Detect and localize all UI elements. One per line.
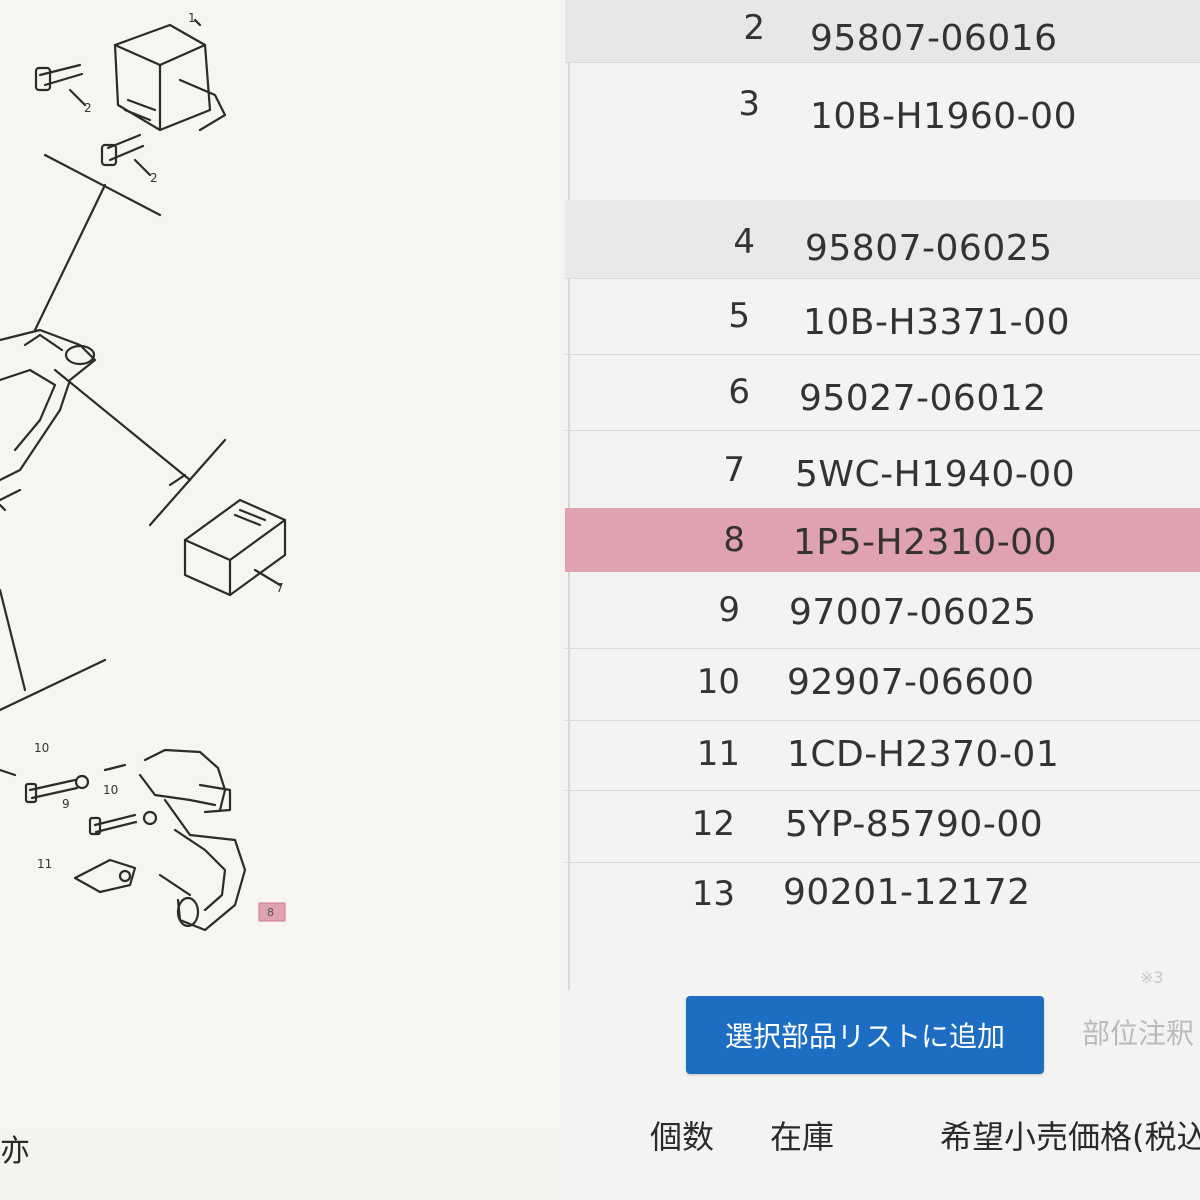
part-number: 10B-H3371-00 (803, 302, 1070, 343)
diagram-part-2 (34, 63, 152, 177)
diagram-part-7 (183, 498, 287, 597)
row-number: 10 (696, 662, 740, 702)
parts-diagram: 1 2 2 7 10 10 9 11 8 (0, 0, 570, 1130)
part-number: 10B-H1960-00 (810, 96, 1077, 137)
diagram-lower-assembly (138, 748, 247, 932)
row-number: 12 (691, 804, 735, 844)
table-row-selected[interactable]: 8 1P5-H2310-00 (565, 508, 1200, 572)
callout-10a: 10 (34, 741, 49, 755)
table-row[interactable]: 3 10B-H1960-00 (565, 62, 1200, 201)
row-number: 5 (728, 296, 750, 336)
part-number: 1P5-H2310-00 (793, 522, 1057, 563)
table-row[interactable]: 2 95807-06016 (565, 0, 1200, 63)
diagram-central-bracket (0, 328, 227, 527)
add-to-selected-parts-list-button[interactable]: 選択部品リストに追加 (686, 996, 1044, 1074)
row-number: 7 (723, 450, 745, 490)
part-number: 95807-06016 (810, 18, 1058, 59)
diagram-hardware (0, 763, 158, 894)
callout-2a: 2 (84, 101, 92, 115)
callout-11: 11 (37, 857, 52, 871)
header-fragment: 亦 (0, 1134, 30, 1169)
part-number: 5YP-85790-00 (785, 804, 1044, 845)
table-row[interactable]: 12 5YP-85790-00 (565, 790, 1200, 863)
row-number: 3 (738, 84, 760, 124)
row-number: 11 (696, 734, 740, 774)
part-number: 5WC-H1940-00 (795, 454, 1076, 495)
callout-7: 7 (276, 581, 284, 595)
part-annotation-button[interactable]: 部位注釈 (1082, 1017, 1195, 1050)
row-number: 13 (691, 874, 735, 914)
part-number: 95807-06025 (805, 228, 1053, 269)
part-number: 1CD-H2370-01 (787, 734, 1060, 775)
header-quantity: 個数 (650, 1118, 715, 1156)
table-row[interactable]: 6 95027-06012 (565, 354, 1200, 431)
header-retail-price: 希望小売価格(税込 (940, 1118, 1200, 1156)
callout-10b: 10 (103, 783, 118, 797)
row-number: 4 (733, 222, 755, 262)
table-divider (568, 0, 570, 990)
header-stock: 在庫 (770, 1118, 835, 1156)
exploded-view-drawing: 1 2 2 7 10 10 9 11 8 (0, 11, 287, 932)
callout-2b: 2 (150, 171, 158, 185)
row-number: 2 (743, 8, 765, 48)
part-number: 90201-12172 (783, 872, 1031, 913)
table-row[interactable]: 13 90201-12172 (565, 862, 1200, 926)
row-number: 8 (723, 520, 745, 560)
callout-8: 8 (267, 906, 274, 919)
table-row[interactable]: 4 95807-06025 (565, 200, 1200, 279)
diagram-part-1 (113, 18, 227, 132)
row-number: 9 (718, 590, 740, 630)
row-number: 6 (728, 372, 750, 412)
callout-1: 1 (188, 11, 196, 25)
part-number: 92907-06600 (787, 662, 1035, 703)
table-row[interactable]: 11 1CD-H2370-01 (565, 720, 1200, 791)
table-row[interactable]: 5 10B-H3371-00 (565, 278, 1200, 355)
table-row[interactable]: 7 5WC-H1940-00 (565, 430, 1200, 509)
part-number: 95027-06012 (799, 378, 1047, 419)
table-row[interactable]: 10 92907-06600 (565, 648, 1200, 721)
table-row[interactable]: 9 97007-06025 (565, 572, 1200, 649)
callout-8-highlight[interactable]: 8 (258, 902, 286, 922)
part-number: 97007-06025 (789, 592, 1037, 633)
footnote-mark: ※3 (1140, 968, 1164, 987)
callout-9: 9 (62, 797, 70, 811)
